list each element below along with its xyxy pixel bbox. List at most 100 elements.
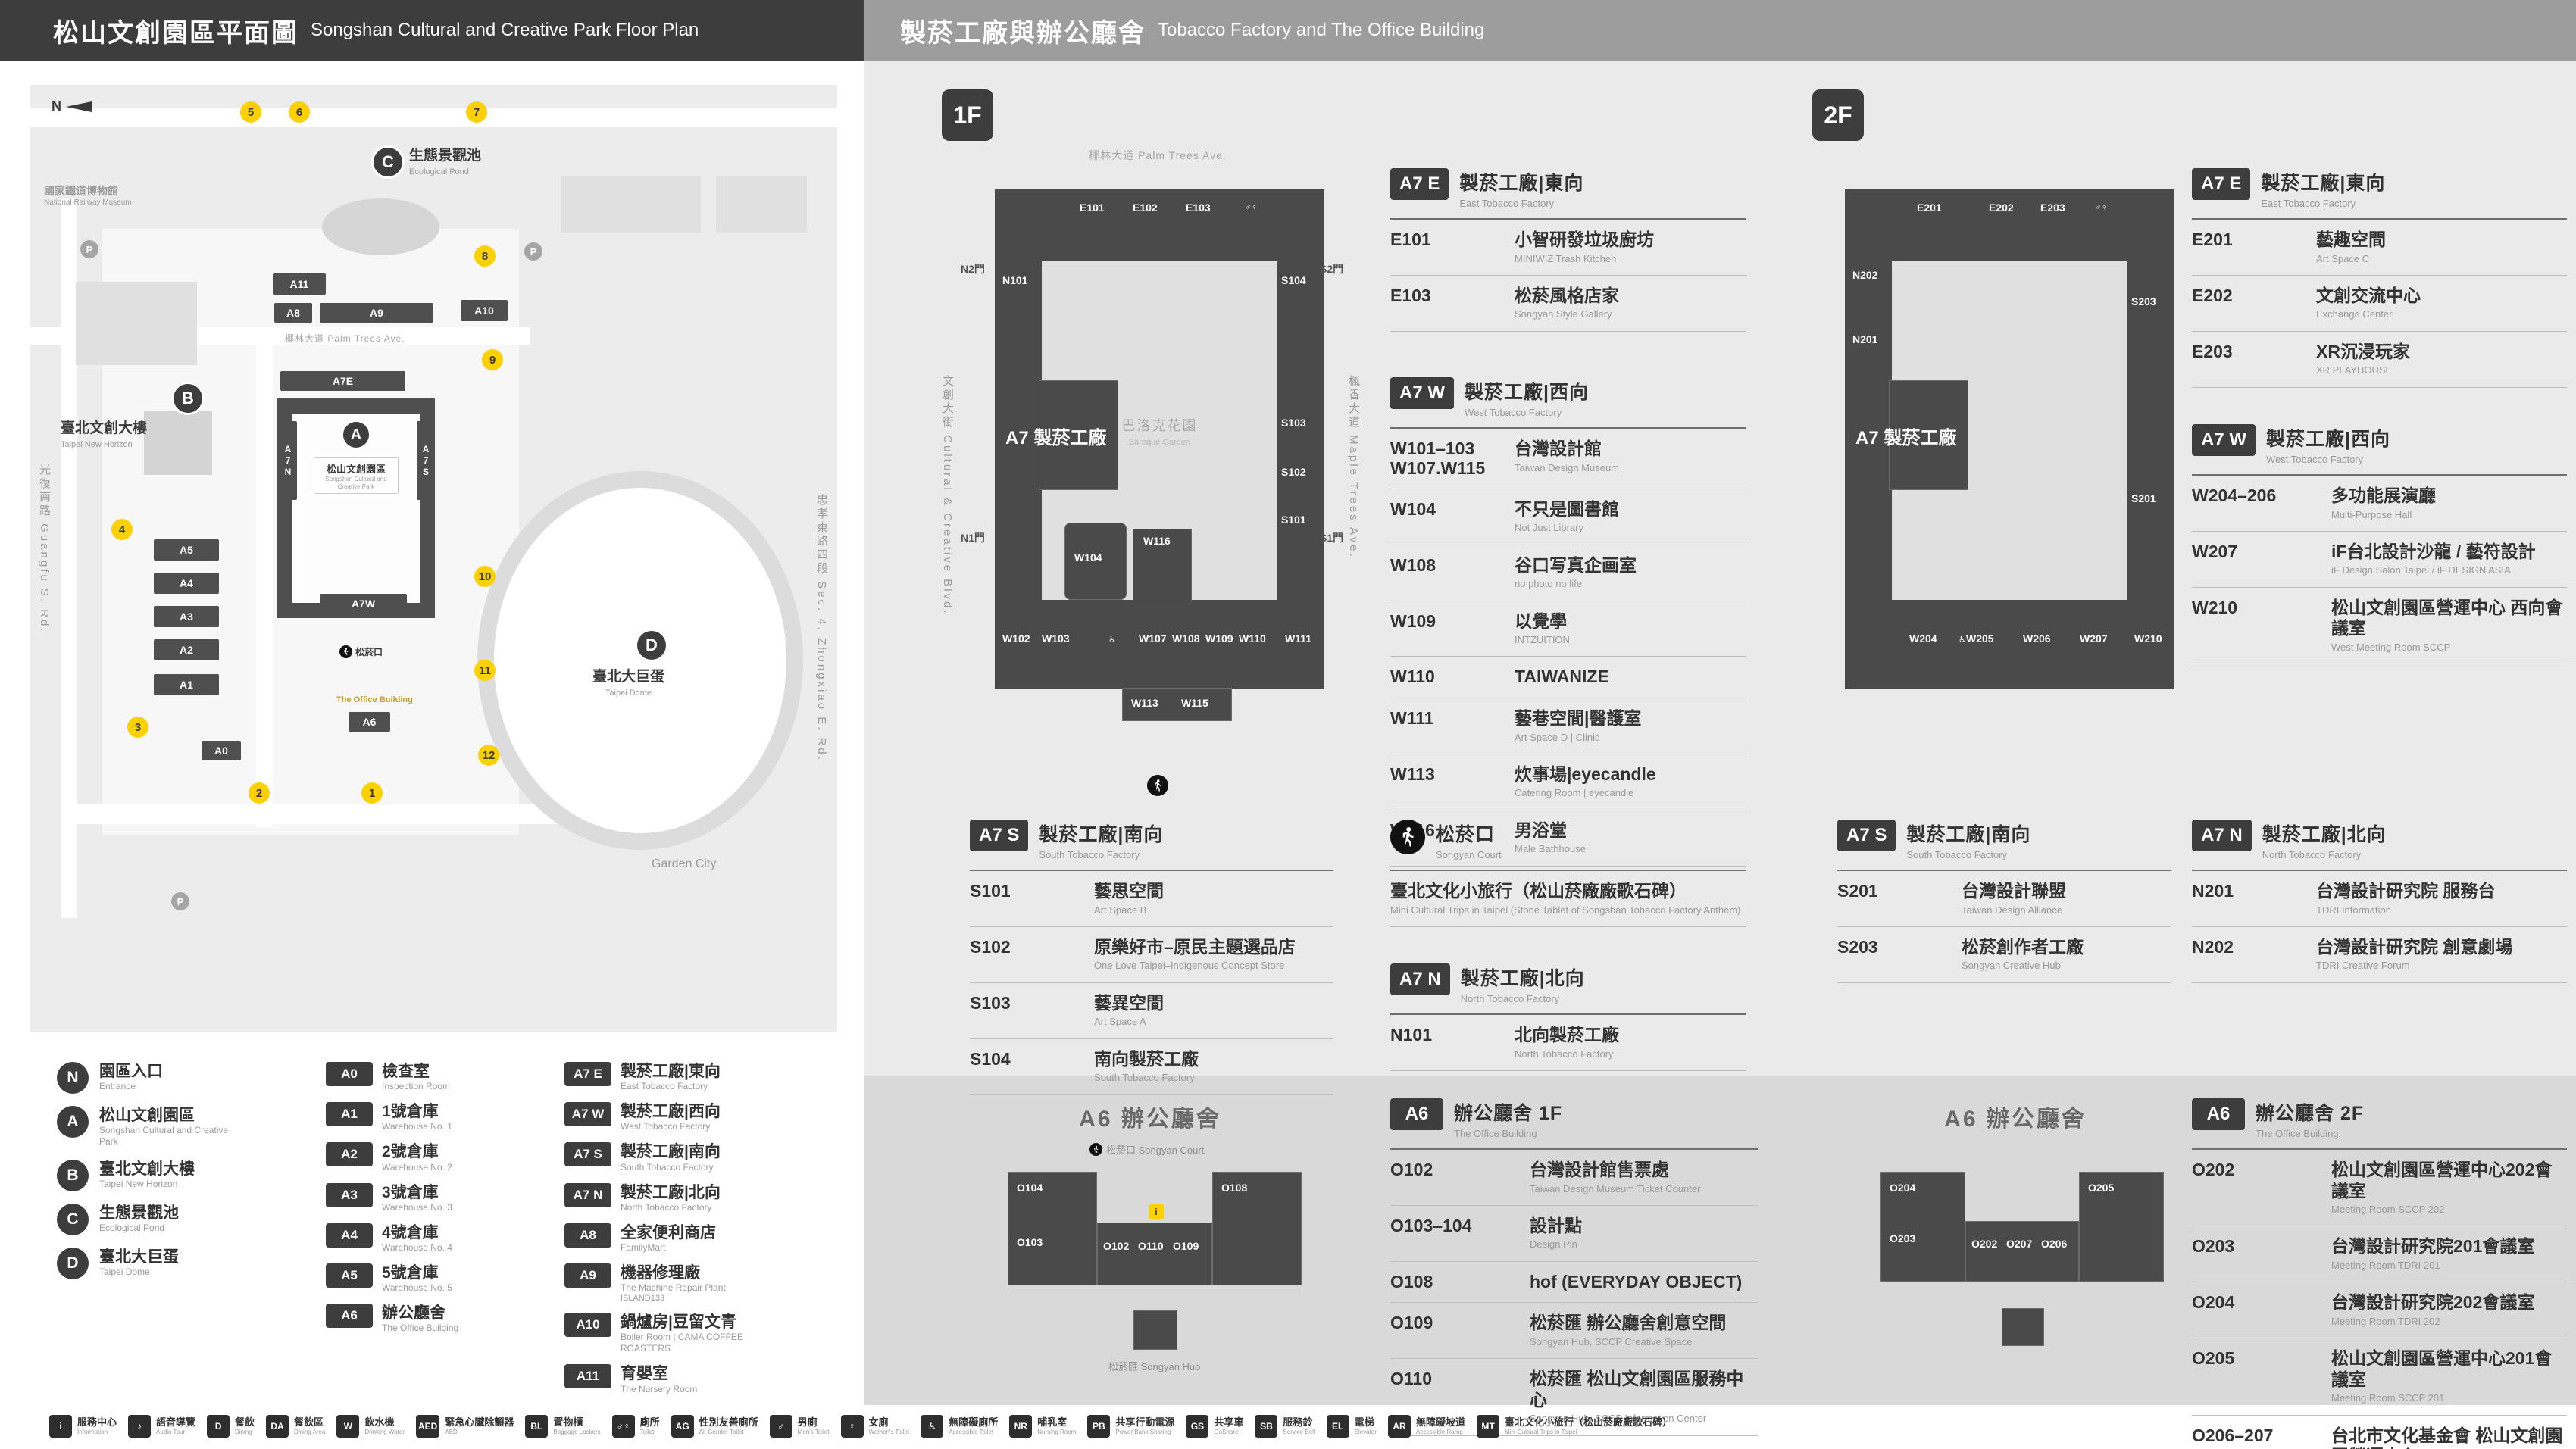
w116-block-shape [1133,529,1192,601]
facility-item: ♿ 無障礙廁所 Accessible Toilet [921,1415,998,1438]
floor-plan-2f: A7 製菸工廠 N202 N201 E201 E202 E203 S203 S2… [1830,148,2190,807]
room-label: W103 [1042,632,1070,645]
room-label: O110 [1138,1240,1164,1252]
room-name-zh: 不只是圖書館 [1515,498,1619,519]
map-building-a5: A5 [154,539,219,561]
room-code: W104 [1390,498,1436,519]
legend-area-item: A 松山文創園區 Songshan Cultural and Creative … [57,1106,307,1148]
legend-factory-zh: 製菸工廠|西向 [621,1103,721,1121]
court-name-en: Mini Cultural Trips in Taipei (Stone Tab… [1390,904,1741,916]
map-building-a1: A1 [154,674,219,695]
road-north [30,108,837,127]
room-label: E103 [1186,201,1211,214]
room-name-en: TDRI Creative Forum [2316,960,2410,972]
legend-factory-item: A10 鍋爐房|豆留文青 Boiler Room | CAMA COFFEE R… [564,1313,852,1354]
map-building-a7e: A7E [280,371,405,391]
facility-label-en: Power Bank Sharing [1115,1428,1171,1435]
a6-plan-title: A6 辦公廳舍 [1079,1107,1221,1132]
legend-factory-zh: 鍋爐房|豆留文青 [621,1313,736,1332]
landmark-d-circle: D [635,629,668,662]
room-name-en: no photo no life [1515,578,1582,590]
section-title-en: The Office Building [1454,1128,1537,1139]
room-name-en: Meeting Room SCCP 201 [2331,1392,2445,1404]
section-title-zh: 製菸工廠|南向 [1906,824,2031,845]
legend-factory-badge: A11 [564,1364,611,1389]
room-label: W108 [1172,632,1200,645]
legend-area-circle: D [57,1248,89,1280]
section-title-en: West Tobacco Factory [2266,454,2364,465]
room-name-zh: 台灣設計館售票處 [1530,1160,1669,1179]
legend-building-badge: A4 [326,1223,373,1248]
room-name-zh: TAIWANIZE [1515,667,1609,687]
court-name-zh: 臺北文化小旅行（松山菸廠廠歌石碑） [1390,881,1687,901]
facility-icon: GS [1186,1415,1209,1438]
facility-item: MT 臺北文化小旅行（松山菸廠廠歌石碑） Mini Cultural Trips… [1477,1415,1672,1438]
entrance-marker: 9 [482,349,503,370]
facility-item: GS 共享車 GoShare [1186,1415,1243,1438]
facility-item: ♂ 男廁 Men's Toilet [769,1415,830,1438]
a6-center-wing-shape [1965,1221,2079,1282]
a6-hub-text: 松菸匯 Songyan Hub [1108,1361,1201,1372]
room-name-en: Art Space B [1094,904,1147,916]
room-name-en: Meeting Room TDRI 201 [2331,1260,2440,1272]
facility-label-en: All-Gender Toilet [699,1428,744,1435]
facility-label-en: Dining [235,1428,252,1435]
section-title-zh: 製菸工廠|西向 [1465,382,1589,403]
section-badge: A6 [1390,1098,1443,1130]
room-name-zh: 松菸匯 辦公廳舍創意空間 [1530,1313,1727,1333]
a6-entry-shape [1133,1310,1177,1350]
garden-label-zh: 巴洛克花園 [1121,417,1198,433]
legend-area-en: Taipei Dome [99,1266,150,1278]
legend-factory-en: FamilyMart [621,1241,666,1253]
a7-building-label: A7 製菸工廠 [1005,428,1107,448]
room-label: O104 [1017,1182,1043,1194]
legend-building-en: The Office Building [382,1323,459,1334]
facility-label-en: Accessible Toilet [949,1428,994,1435]
section-title-en: North Tobacco Factory [1460,993,1560,1004]
room-label: N202 [1852,269,1878,281]
room-label: O109 [1173,1240,1199,1252]
facility-icon: ♂ [769,1415,792,1438]
facility-label-en: GoShare [1214,1428,1239,1435]
room-name-en: Taiwan Design Alliance [1962,904,2062,916]
facility-label-zh: 語音導覽 [156,1416,196,1428]
room-label: W102 [1002,632,1030,645]
gate-n1: N1門 [961,532,985,544]
room-label: O207 [2006,1238,2033,1250]
legend-factory-badge: A7 W [564,1102,611,1127]
section-title-en: North Tobacco Factory [2262,849,2362,860]
room-label: W207 [2080,632,2108,645]
facility-label-en: Nursing Room [1037,1428,1077,1435]
facility-item: AG 性別友善廁所 All-Gender Toilet [671,1415,758,1438]
facility-label-zh: 女廁 [868,1416,889,1428]
walking-person-icon [339,645,352,658]
a6-court-text: 松菸口 Songyan Court [1106,1145,1205,1156]
a6-plan-2f: A6 辦公廳舍 O204 O203 O202 O207 O206 O205 [1841,1092,2190,1395]
room-name-zh: 藝異空間 [1094,992,1164,1013]
legend-area-item: C 生態景觀池 Ecological Pond [57,1204,307,1236]
section-badge: A7 E [2192,168,2251,200]
facility-icon: DA [266,1415,289,1438]
room-name-zh: 松山文創園區營運中心201會議室 [2331,1348,2553,1389]
facility-item: AR 無障礙坡道 Accessible Ramp [1388,1415,1465,1438]
room-code: W109 [1390,611,1436,631]
facility-item: DA 餐飲區 Dining Area [266,1415,325,1438]
map-building-a9: A9 [320,303,433,323]
room-label: E203 [2040,201,2065,214]
room-code: O109 [1390,1313,1433,1333]
room-code: S203 [1837,936,1878,957]
room-name-en: Songyan Hub, SCCP Creative Space [1530,1335,1693,1348]
room-name-en: West Meeting Room SCCP [2331,641,2451,653]
room-row: O108 hof (EVERYDAY OBJECT) [1390,1262,1758,1304]
room-label: W210 [2134,632,2162,645]
legend-factory-en: The Nursery Room [621,1383,698,1394]
parking-icon: P [524,242,542,261]
